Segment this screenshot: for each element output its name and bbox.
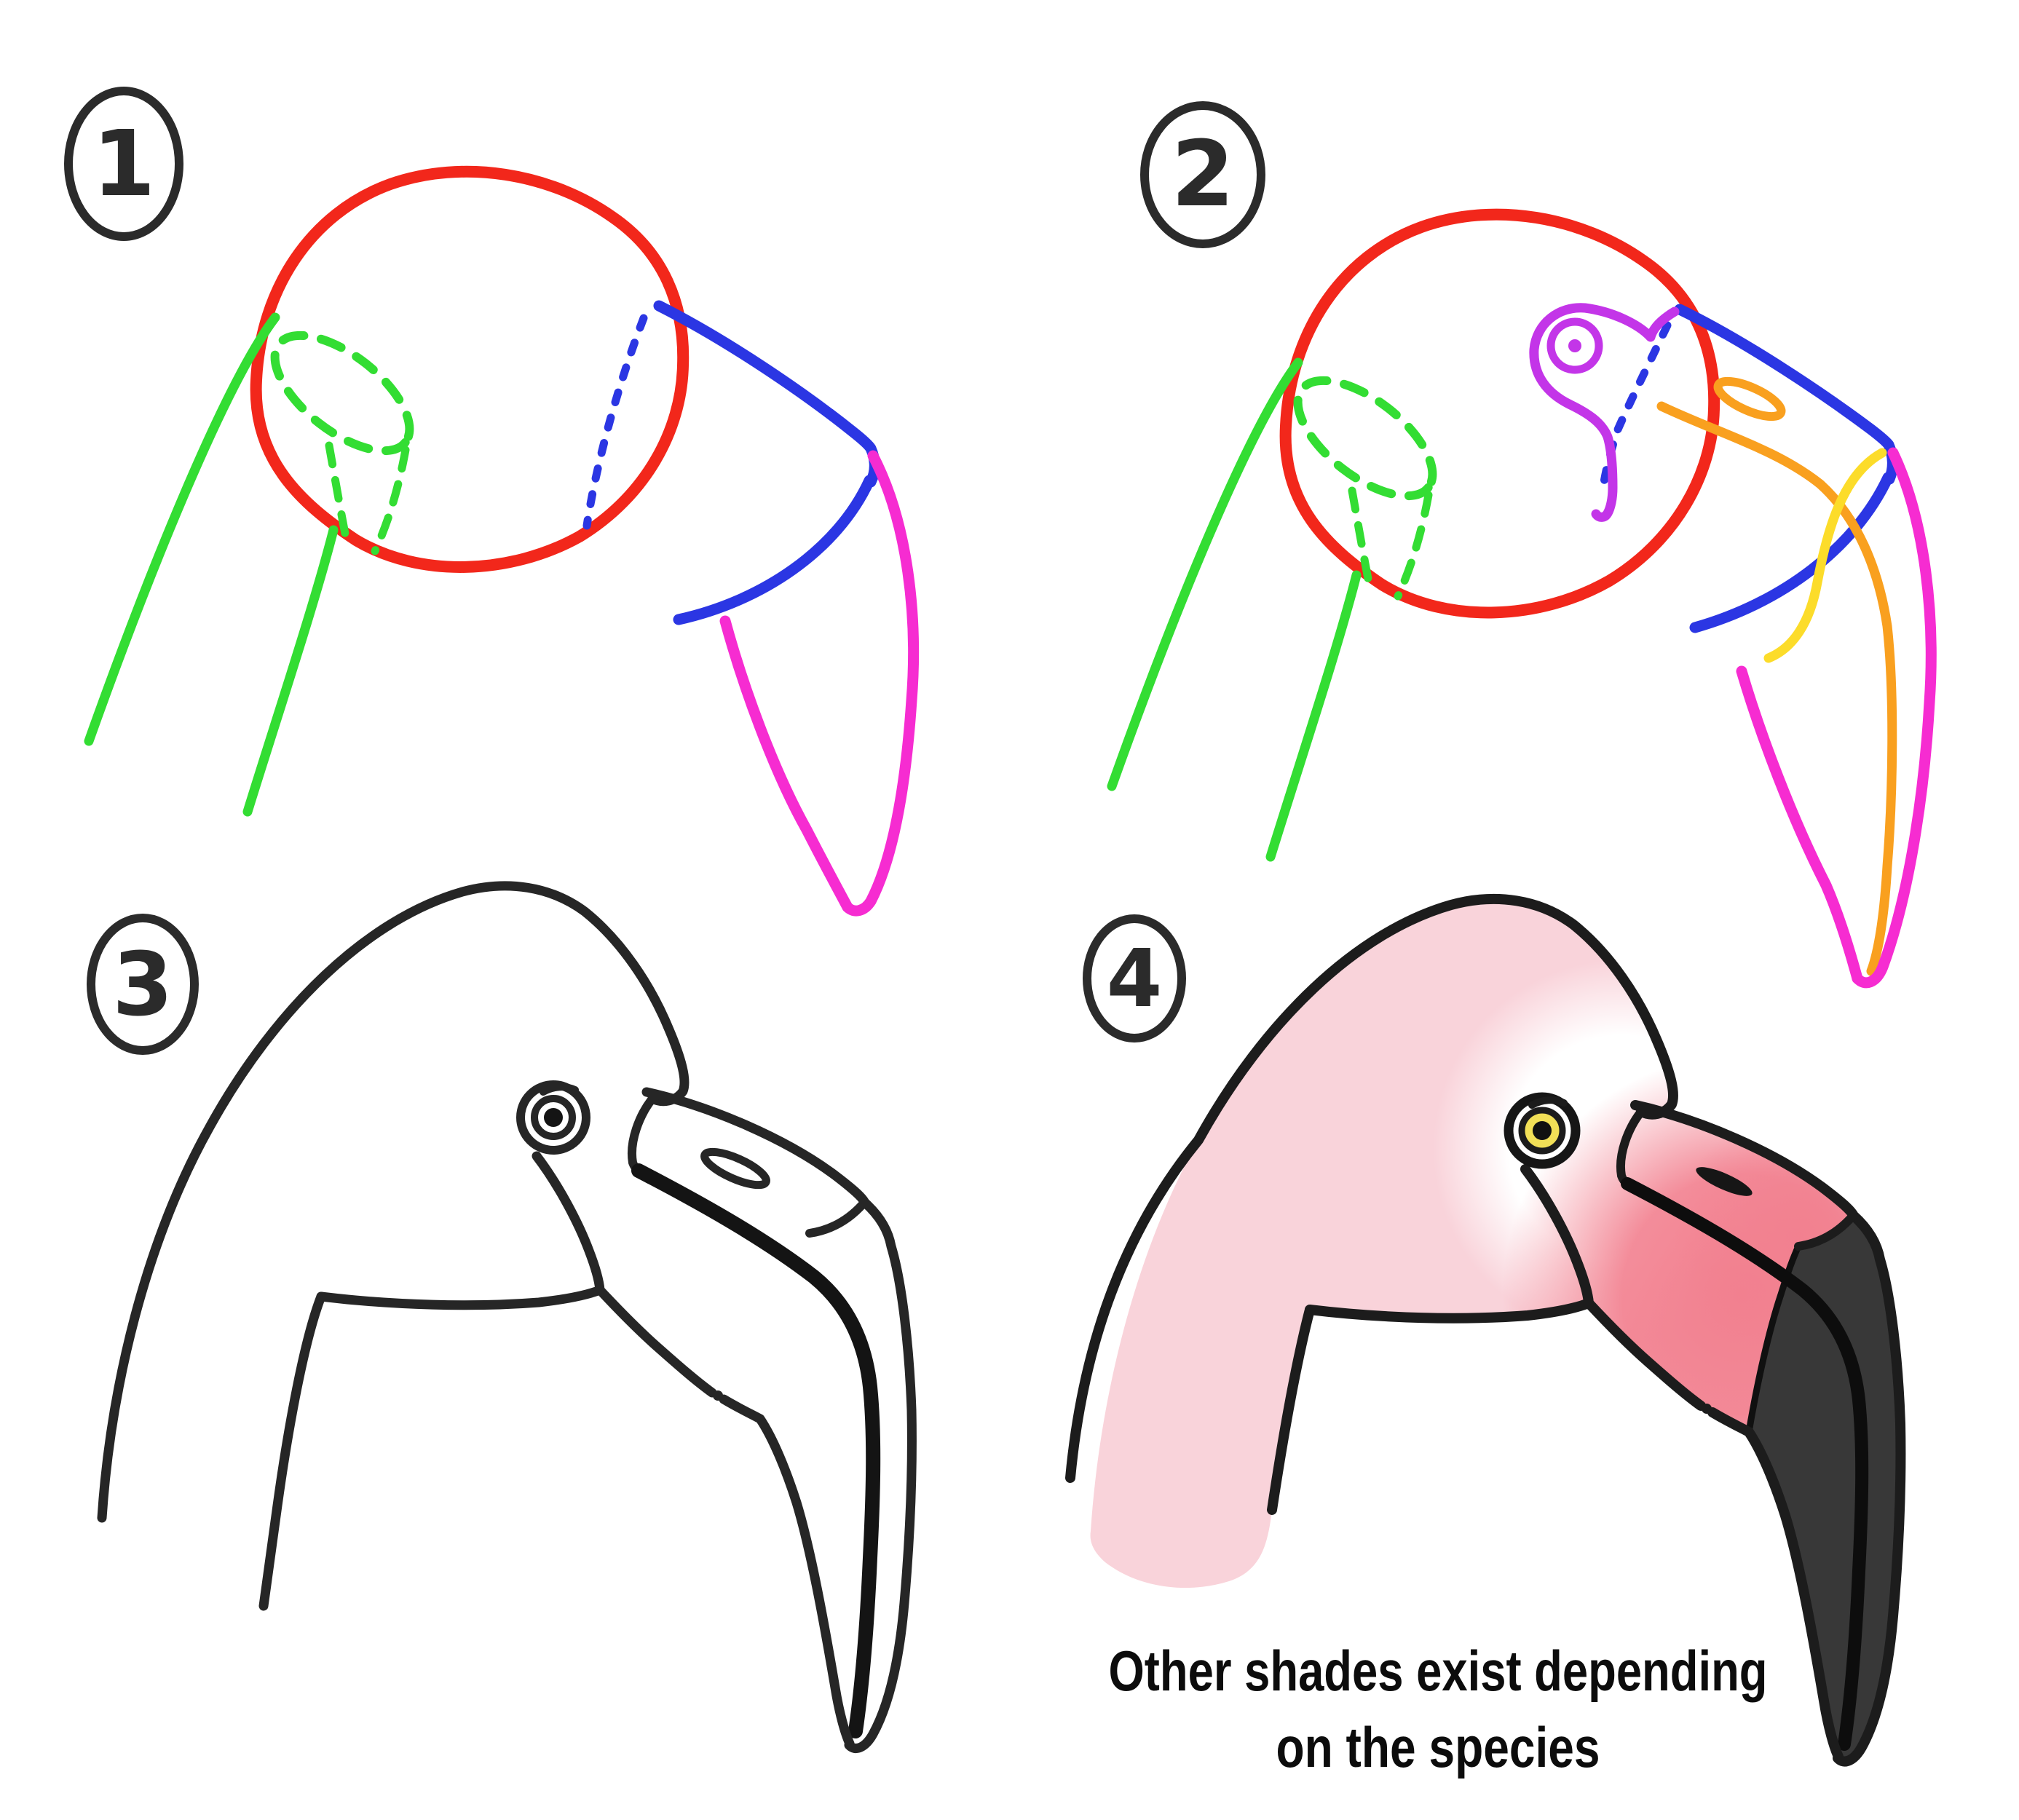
brow-accent <box>540 1083 579 1096</box>
nostril-guide <box>1713 376 1786 422</box>
lower-beak-guide-inner <box>1736 665 1863 984</box>
jaw-line-lower <box>1707 1407 1844 1762</box>
face-beak-boundary <box>628 1094 657 1175</box>
jaw-guide-dashed-line <box>582 314 648 530</box>
neck-front-line <box>1267 1305 1315 1515</box>
neck-socket-guide-ellipse <box>1293 376 1437 501</box>
step4-badge-circle <box>1083 914 1186 1042</box>
neck-guide-front-line <box>242 525 339 817</box>
mouth-gape-line <box>1621 1177 1869 1751</box>
neck-guide-back-line <box>1107 357 1303 791</box>
jaw-line-upper <box>595 1285 717 1398</box>
jaw-line-lower <box>719 1394 855 1749</box>
beak-outline <box>1630 1100 1906 1767</box>
step-4-panel <box>1065 893 1906 1767</box>
neck-guide-back-line <box>84 312 280 746</box>
eye-inner-ring <box>531 1095 576 1140</box>
eye-pupil <box>1533 1121 1552 1140</box>
head-neck-outline <box>1065 893 1678 1483</box>
step1-number: 1 <box>92 111 156 217</box>
neck-socket-guide-line-b <box>371 446 410 555</box>
caption-line-1: Other shades exist depending <box>1109 1639 1768 1703</box>
mouth-gape-line <box>631 1163 881 1738</box>
upper-beak-guide-bottom <box>673 475 875 625</box>
neck-guide-front-line <box>1265 570 1362 862</box>
chin-line <box>1305 1298 1594 1324</box>
lower-beak-guide-outer <box>842 450 920 917</box>
eye-socket-guide <box>1529 303 1680 522</box>
neck-socket-guide-line-b <box>1394 491 1433 601</box>
head-neck-outline <box>97 881 690 1523</box>
step2-number: 2 <box>1172 122 1235 227</box>
lower-beak-guide-inner <box>719 615 853 913</box>
upper-beak-guide-bottom <box>1689 472 1894 633</box>
cheek-line <box>532 1151 605 1295</box>
step4-number: 4 <box>1107 932 1163 1025</box>
beak-outline <box>641 1087 917 1753</box>
step-2-panel: 2 <box>1107 101 1937 989</box>
eye-guide-ring <box>1546 317 1603 374</box>
caption-line-2: on the species <box>1276 1715 1600 1779</box>
eye-pupil <box>544 1108 563 1127</box>
neck-front-line <box>258 1291 326 1611</box>
beak-corner-seam <box>805 1199 868 1238</box>
mouth-gape-guide <box>1656 401 1897 976</box>
jaw-line-upper <box>1584 1298 1706 1411</box>
beak-corner-seam <box>1794 1212 1857 1251</box>
brow-accent <box>1528 1096 1568 1109</box>
neck-socket-guide-line-a <box>325 441 352 549</box>
beak-bend-guide <box>1763 448 1887 663</box>
eye-guide-pupil <box>1568 339 1581 352</box>
head-guide-circle <box>1279 208 1720 619</box>
step-1-panel: 1 <box>64 87 920 917</box>
nostril-slit <box>1696 1167 1753 1196</box>
step2-badge-circle <box>1140 101 1265 248</box>
jaw-guide-dashed-line <box>1598 321 1672 496</box>
head-neck-fill <box>1090 898 1901 1762</box>
step-3-panel: 3 <box>87 881 917 1753</box>
neck-socket-guide-ellipse <box>270 331 414 456</box>
nostril-outline <box>700 1147 770 1190</box>
cheek-line <box>1520 1164 1594 1308</box>
neck-socket-guide-line-a <box>1348 486 1375 594</box>
step3-badge-circle <box>87 914 199 1055</box>
lower-beak-guide-outer <box>1852 447 1937 989</box>
step1-badge-circle <box>64 87 183 241</box>
upper-beak-guide-top <box>653 300 880 488</box>
step3-number: 3 <box>112 935 173 1036</box>
chin-line <box>316 1285 605 1310</box>
head-guide-circle <box>250 165 690 573</box>
